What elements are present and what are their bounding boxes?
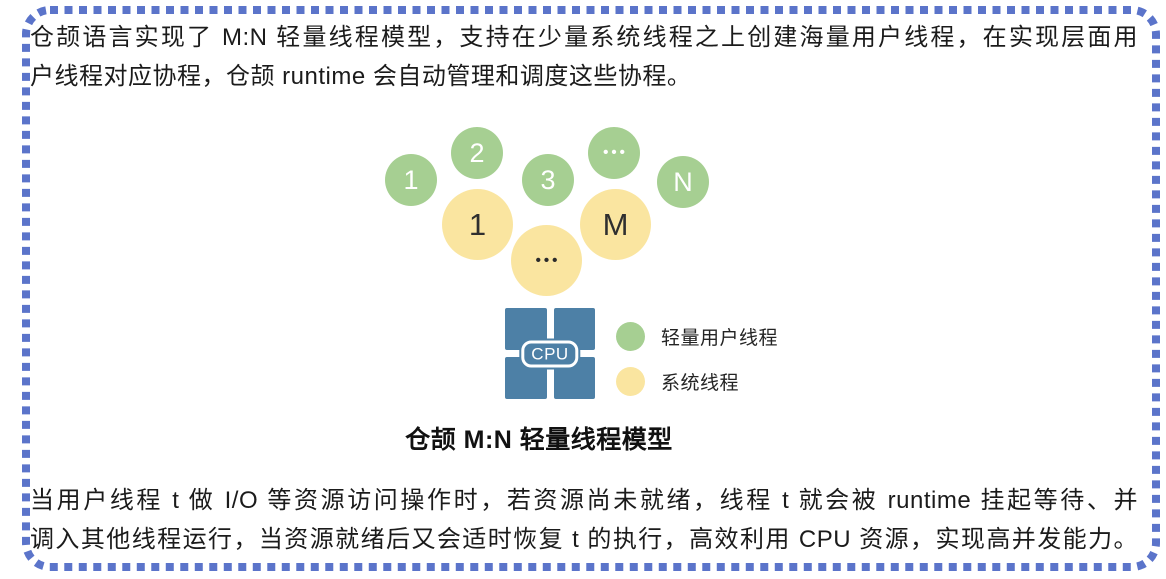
legend-label-user-thread: 轻量用户线程	[661, 328, 779, 349]
outro-line-1: 当用户线程 t 做 I/O 等资源访问操作时，若资源尚未就绪，线程 t 就会被 …	[30, 487, 1138, 514]
user-thread-circle-1: 1	[385, 154, 437, 206]
user-thread-circle-n: N	[657, 156, 709, 208]
diagram-caption: 仓颉 M:N 轻量线程模型	[405, 426, 673, 454]
legend-dot-user-thread	[616, 322, 645, 351]
intro-paragraph: 仓颉语言实现了 M:N 轻量线程模型，支持在少量系统线程之上创建海量用户线程，在…	[30, 19, 1138, 96]
user-thread-circle-ellipsis: •••	[588, 127, 640, 179]
legend-row-user-threads: 轻量用户线程	[616, 322, 778, 351]
intro-line-1: 仓颉语言实现了 M:N 轻量线程模型，支持在少量系统线程之上创建海量用户线程，在…	[30, 24, 1138, 51]
outro-paragraph: 当用户线程 t 做 I/O 等资源访问操作时，若资源尚未就绪，线程 t 就会被 …	[30, 482, 1138, 559]
cpu-icon: CPU	[505, 308, 595, 399]
system-thread-circle-ellipsis: •••	[511, 225, 582, 296]
user-thread-circle-2: 2	[451, 127, 503, 179]
legend-dot-system-thread	[616, 367, 645, 396]
legend-label-system-thread: 系统线程	[661, 373, 740, 394]
intro-line-2: 户线程对应协程，仓颉 runtime 会自动管理和调度这些协程。	[30, 62, 692, 90]
legend: 轻量用户线程 系统线程	[616, 322, 778, 412]
system-thread-circle-1: 1	[442, 189, 513, 260]
system-thread-circle-m: M	[580, 189, 651, 260]
user-thread-circle-3: 3	[522, 154, 574, 206]
cpu-label: CPU	[521, 340, 579, 367]
legend-row-system-threads: 系统线程	[616, 367, 778, 396]
outro-line-2: 调入其他线程运行，当资源就绪后又会适时恢复 t 的执行，高效利用 CPU 资源，…	[30, 525, 1138, 553]
dashed-border-rect	[22, 6, 1160, 571]
